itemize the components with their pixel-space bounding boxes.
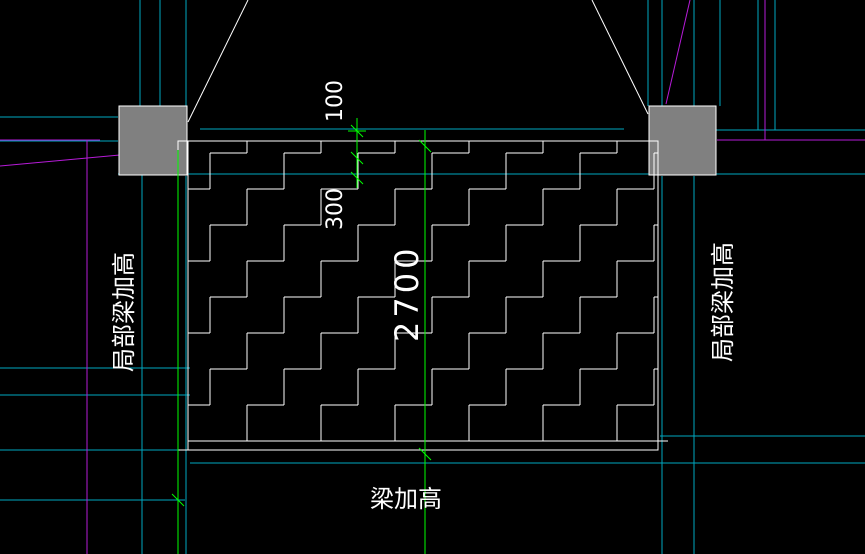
stair-step-line: [188, 141, 248, 190]
top-diagonal-lines: [187, 0, 649, 123]
stair-step-line: [432, 224, 658, 442]
stair-step-line: [358, 152, 658, 442]
stair-steps: [188, 141, 668, 442]
right-beam-note: 局部梁加高: [709, 242, 737, 362]
stair-step-line: [210, 141, 544, 442]
stair-step-line: [188, 141, 470, 406]
dimension-stair-height: 2700: [388, 245, 426, 342]
stair-step-line: [580, 368, 658, 442]
left-beam-note: 局部梁加高: [110, 252, 138, 372]
dimension-lines: [171, 118, 432, 554]
left-column[interactable]: [118, 105, 188, 176]
stair-step-line: [284, 141, 618, 442]
dimension-step-gap: 300: [323, 188, 348, 230]
stair-step-line: [188, 141, 322, 262]
stair-step-line: [188, 141, 396, 334]
dimension-top-offset: 100: [323, 80, 348, 122]
stair-step-line: [506, 296, 658, 442]
right-column[interactable]: [648, 105, 717, 176]
bottom-beam-note: 梁加高: [370, 485, 442, 513]
